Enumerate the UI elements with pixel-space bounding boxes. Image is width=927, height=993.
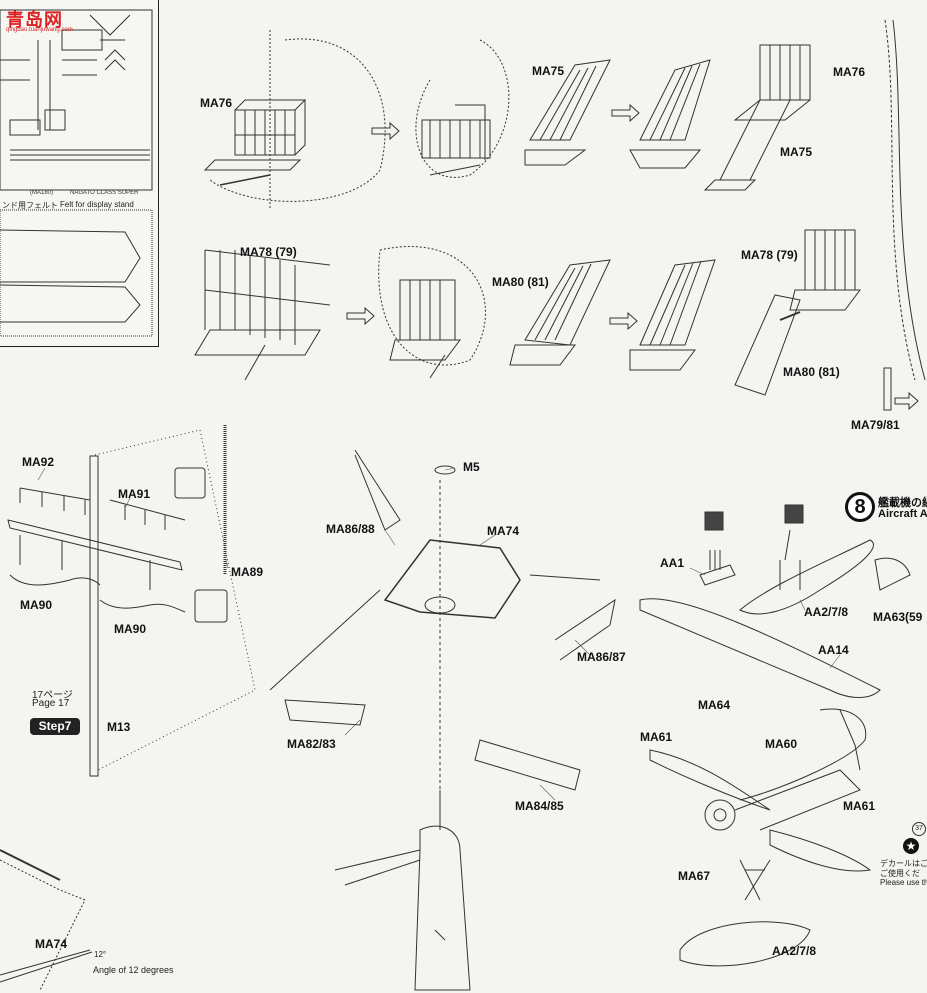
page-ref-jp: 17ページ: [32, 690, 73, 701]
sheet-code: (MA180): [30, 190, 54, 196]
ma78-step2-drawing: [378, 246, 486, 379]
parts-sheet-inset: 青岛网 qingdao.tuanjuwang.com (MA180) NAGAT…: [0, 0, 159, 347]
label-ma80-a: MA80 (81): [492, 275, 549, 289]
label-ma79-81: MA79/81: [851, 418, 900, 432]
watermark-url: qingdao.tuanjuwang.com: [6, 27, 73, 33]
label-m13: M13: [107, 720, 131, 734]
label-ma84-85: MA84/85: [515, 799, 564, 813]
ma78-platform-drawing: [194, 249, 331, 381]
ma75-stair-step2-drawing: [629, 59, 711, 169]
label-ma76-a: MA76: [200, 96, 233, 110]
label-m5: M5: [463, 460, 480, 474]
label-ma75-b: MA75: [780, 145, 813, 159]
label-ma76-b: MA76: [833, 65, 866, 79]
decal-note-en: Please use th: [880, 878, 927, 887]
step8-badge: 8: [845, 492, 875, 522]
aircraft-title-jp: 艦載機の組: [878, 497, 927, 509]
label-aa2-a: AA2/7/8: [804, 605, 849, 619]
page-number-badge: 37: [912, 822, 926, 836]
label-ma67: MA67: [678, 869, 711, 883]
label-ma64: MA64: [698, 698, 731, 712]
label-ma63: MA63(59: [873, 610, 923, 624]
aircraft-drawing: [639, 504, 911, 967]
label-ma91: MA91: [118, 487, 151, 501]
label-ma86-87: MA86/87: [577, 650, 626, 664]
label-ma92: MA92: [22, 455, 55, 469]
label-ma74-center: MA74: [487, 524, 520, 538]
ma80-stair-drawing: [509, 259, 611, 366]
star-icon: ★: [903, 838, 919, 854]
sheet-title: NAGATO CLASS SUPER: [70, 190, 139, 196]
ma75-stair-drawing: [524, 59, 611, 166]
ma76-platform-drawing: [203, 30, 386, 210]
stand-label-jp: ンド用フェルト: [2, 201, 58, 210]
label-ma90-a: MA90: [20, 598, 53, 612]
label-ma74-left: MA74: [35, 937, 68, 951]
decal-note-jp1: デカールはご: [880, 859, 927, 868]
main-mast-drawing: [269, 449, 616, 991]
label-ma78-a: MA78 (79): [240, 245, 297, 259]
label-ma82-83: MA82/83: [287, 737, 336, 751]
label-aa2-b: AA2/7/8: [772, 944, 817, 958]
label-ma86-88: MA86/88: [326, 522, 375, 536]
ma80-step2-drawing: [629, 259, 716, 371]
label-ma80-b: MA80 (81): [783, 365, 840, 379]
watermark-logo: 青岛网: [6, 10, 63, 30]
step7-badge: Step7: [30, 718, 80, 735]
ma76-ma75-assembled-drawing: [703, 44, 811, 191]
label-ma78-b: MA78 (79): [741, 248, 798, 262]
label-aa14: AA14: [818, 643, 849, 657]
label-aa1: AA1: [660, 556, 685, 570]
parts-sheet-drawing: [0, 9, 153, 337]
decal-note-jp2: ご使用くだ: [880, 869, 920, 878]
label-ma89: MA89: [231, 565, 264, 579]
angle-degree: 12°: [94, 950, 107, 959]
label-ma75-a: MA75: [532, 64, 565, 78]
angle-text: Angle of 12 degrees: [93, 965, 174, 975]
stand-label-en: Felt for display stand: [60, 200, 134, 209]
ma78-ma80-assembled-drawing: [734, 229, 861, 396]
label-ma90-b: MA90: [114, 622, 147, 636]
label-ma60: MA60: [765, 737, 798, 751]
label-ma61-b: MA61: [843, 799, 876, 813]
m13-mast-drawing: [0, 425, 256, 991]
label-ma61-a: MA61: [640, 730, 673, 744]
aircraft-title-en: Aircraft A: [878, 508, 927, 520]
page-ref-en: Page 17: [32, 698, 70, 709]
platform-step2-drawing: [415, 39, 510, 178]
